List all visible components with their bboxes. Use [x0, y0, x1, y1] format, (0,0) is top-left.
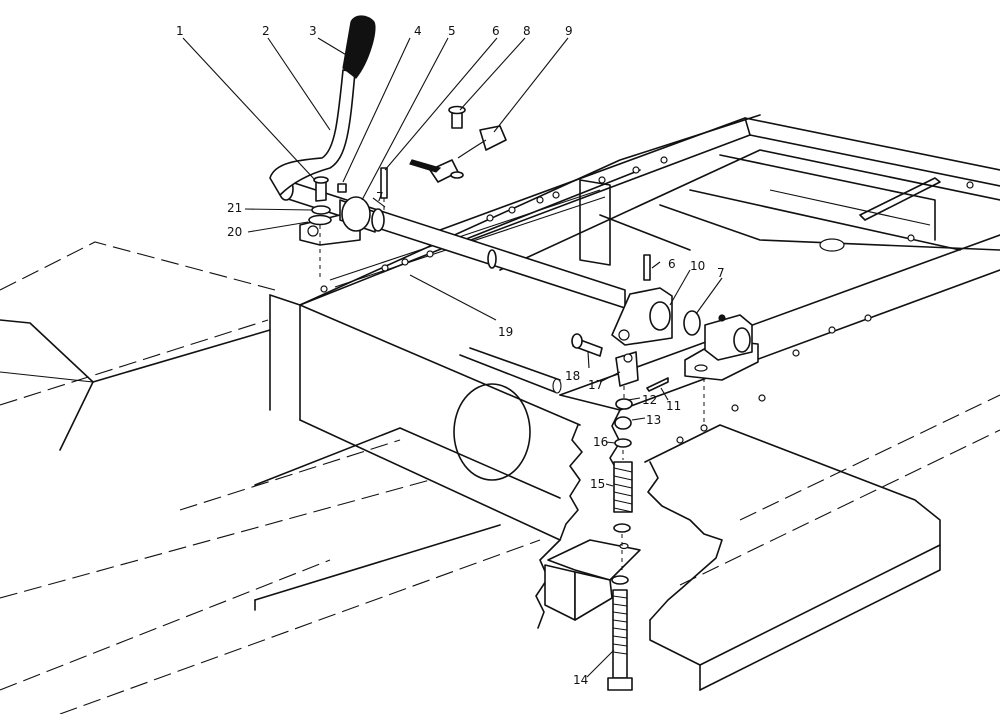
frame-holes	[381, 156, 974, 444]
clevis-pin	[571, 333, 603, 357]
mid-bracket	[544, 539, 641, 621]
callout-10: 10	[690, 259, 705, 273]
torn-edge-right	[647, 461, 723, 621]
roll-pin-right	[643, 254, 651, 281]
rod-stack	[607, 386, 633, 691]
callout-9: 9	[565, 24, 573, 38]
lever-bolt	[308, 176, 332, 293]
right-bearing	[684, 314, 759, 425]
callout-3: 3	[309, 24, 317, 38]
stud	[337, 183, 347, 193]
leader-lines	[182, 37, 723, 678]
callout-12: 12	[642, 393, 657, 407]
callout-17: 17	[588, 378, 603, 392]
callout-8: 8	[523, 24, 531, 38]
callout-20: 20	[227, 225, 242, 239]
callout-7-left: 7	[376, 190, 384, 204]
callout-6-top: 6	[492, 24, 500, 38]
left-cushion	[0, 241, 276, 451]
callout-21: 21	[227, 201, 242, 215]
callout-2: 2	[262, 24, 270, 38]
switch-assembly	[409, 105, 507, 183]
right-washer	[683, 310, 701, 336]
callout-19: 19	[498, 325, 513, 339]
shaft-coupling	[611, 287, 673, 346]
lower-left-panel	[0, 427, 561, 714]
callout-5: 5	[448, 24, 456, 38]
callout-15: 15	[590, 477, 605, 491]
callout-6-right: 6	[668, 257, 676, 271]
shift-lever	[269, 15, 376, 196]
lower-right-seat	[644, 394, 1000, 691]
callout-labels: 1 2 3 4 5 6 6 7 7 8 9 10 11 12 13 14 15 …	[176, 24, 725, 687]
clevis	[615, 351, 639, 387]
callout-16: 16	[593, 435, 608, 449]
callout-14: 14	[573, 673, 588, 687]
callout-4: 4	[414, 24, 422, 38]
cotter-pin	[646, 377, 669, 392]
frame-outline	[269, 114, 1000, 541]
callout-7-right: 7	[717, 266, 725, 280]
callout-11: 11	[666, 399, 681, 413]
callout-18: 18	[565, 369, 580, 383]
callout-1: 1	[176, 24, 184, 38]
callout-13: 13	[646, 413, 661, 427]
roll-pin-top	[380, 167, 388, 212]
